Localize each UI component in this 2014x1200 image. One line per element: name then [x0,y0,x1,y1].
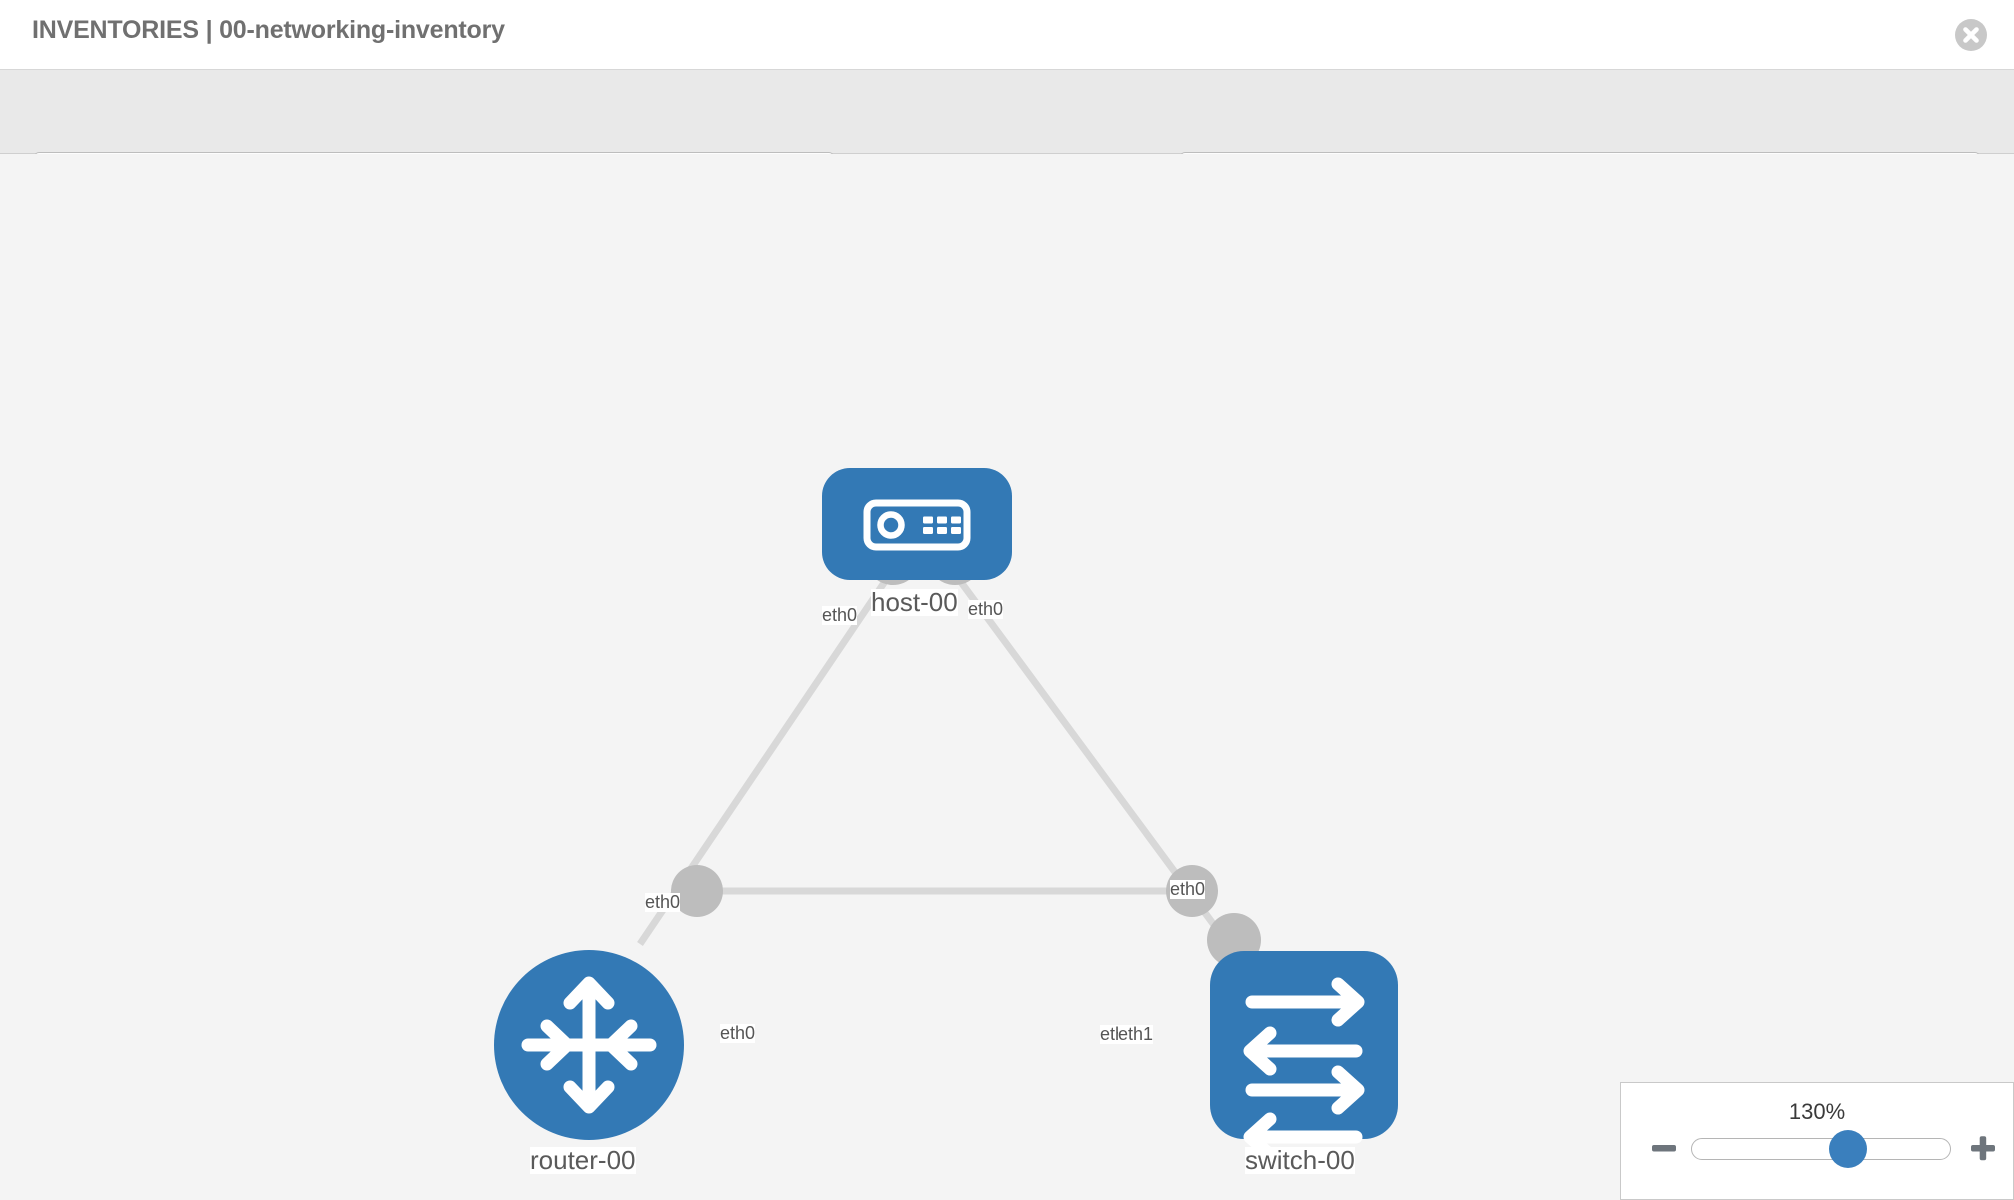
port-label-host-right: eth0 [968,599,1004,619]
minus-icon[interactable] [1647,1131,1681,1165]
page-header: INVENTORIES | 00-networking-inventory [0,0,2014,70]
port-label-switch-left-b: eth1 [1118,1024,1154,1044]
zoom-slider-track[interactable] [1691,1138,1951,1160]
port-label-host-left: eth0 [822,605,858,625]
plus-icon[interactable] [1966,1131,2000,1165]
topology-graph [494,468,1398,1162]
node-label-router-00: router-00 [530,1145,636,1175]
zoom-level-value: 130% [1788,1099,1846,1124]
node-switch-00[interactable] [1210,951,1398,1162]
close-icon[interactable] [1954,18,1988,52]
toolbar: ACTIONS SEARCH [0,70,2014,204]
port-label-switch-up: eth0 [1170,879,1206,899]
page-title: INVENTORIES | 00-networking-inventory [32,16,505,44]
node-label-host-00: host-00 [871,587,958,617]
port-label-router-up: eth0 [645,892,681,912]
topology-links [637,571,1231,947]
node-router-00[interactable] [494,950,684,1140]
zoom-control-panel: 130% [1620,1082,2014,1200]
node-host-00[interactable] [822,468,1012,580]
port-router-right [671,865,723,917]
node-label-switch-00: switch-00 [1245,1145,1355,1175]
zoom-slider-thumb[interactable] [1828,1130,1867,1168]
port-label-router-right: eth0 [720,1023,756,1043]
topology-canvas[interactable]: host-00 router-00 switch-00 eth0 eth0 et… [0,154,2014,1200]
